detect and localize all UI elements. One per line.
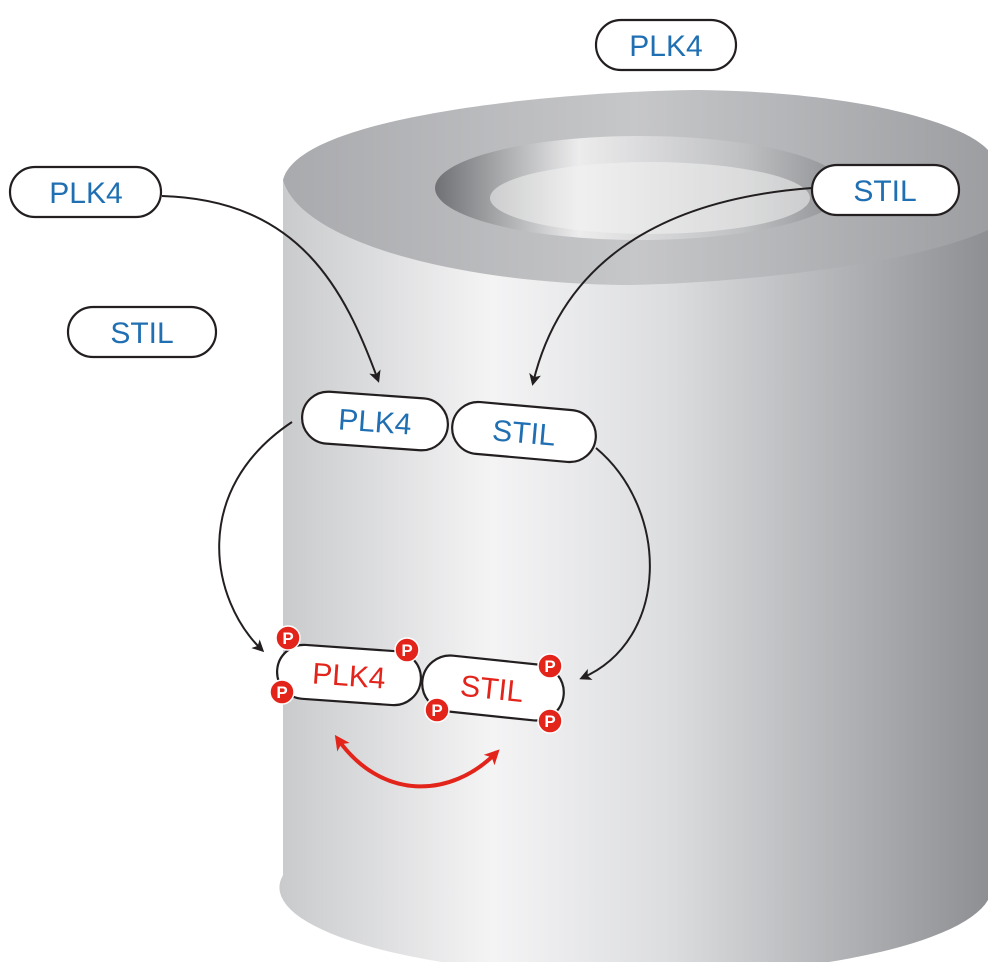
cylinder-lumen-inner: [490, 162, 810, 234]
svg-text:P: P: [544, 712, 555, 731]
phospho-badge-2: P: [394, 637, 420, 663]
arrow-stil-to-bound: [529, 187, 813, 386]
bound-plk4: PLK4: [301, 390, 449, 452]
svg-text:P: P: [282, 629, 293, 648]
centriole-cylinder: [279, 90, 988, 967]
phospho-badge-4: P: [537, 653, 563, 679]
phospho-plk4: PLK4: [276, 643, 422, 707]
phospho-badge-5: P: [424, 697, 450, 723]
phospho-badge-3: P: [269, 679, 295, 705]
free-plk4-left: PLK4: [8, 165, 163, 219]
free-stil-right-label: STIL: [853, 175, 916, 208]
free-plk4-top: PLK4: [594, 18, 738, 72]
recruitment-arrows: [161, 187, 813, 680]
reciprocal-phosphorylation-arrow: [334, 734, 500, 789]
svg-text:P: P: [276, 683, 287, 702]
phospho-badge-6: P: [537, 708, 563, 734]
svg-text:P: P: [544, 657, 555, 676]
svg-text:P: P: [431, 701, 442, 720]
phospho-badge-1: P: [275, 625, 301, 651]
free-stil-right: STIL: [810, 163, 961, 217]
phospho-stil: STIL: [421, 654, 565, 722]
free-plk4-left-label: PLK4: [49, 177, 122, 210]
arrow-bound-plk4-to-phospho: [218, 421, 293, 653]
free-plk4-top-label: PLK4: [629, 30, 702, 63]
free-stil-left: STIL: [66, 305, 218, 359]
bound-plk4-label: PLK4: [337, 403, 413, 441]
phospho-stil-label: STIL: [459, 670, 525, 709]
free-stil-left-label: STIL: [110, 317, 173, 350]
bound-stil: STIL: [451, 400, 597, 464]
arrow-bound-stil-to-phospho: [579, 447, 651, 680]
svg-text:P: P: [401, 641, 412, 660]
phospho-plk4-label: PLK4: [311, 657, 387, 695]
arrow-plk4-to-bound: [161, 195, 381, 383]
bound-stil-label: STIL: [491, 414, 557, 452]
